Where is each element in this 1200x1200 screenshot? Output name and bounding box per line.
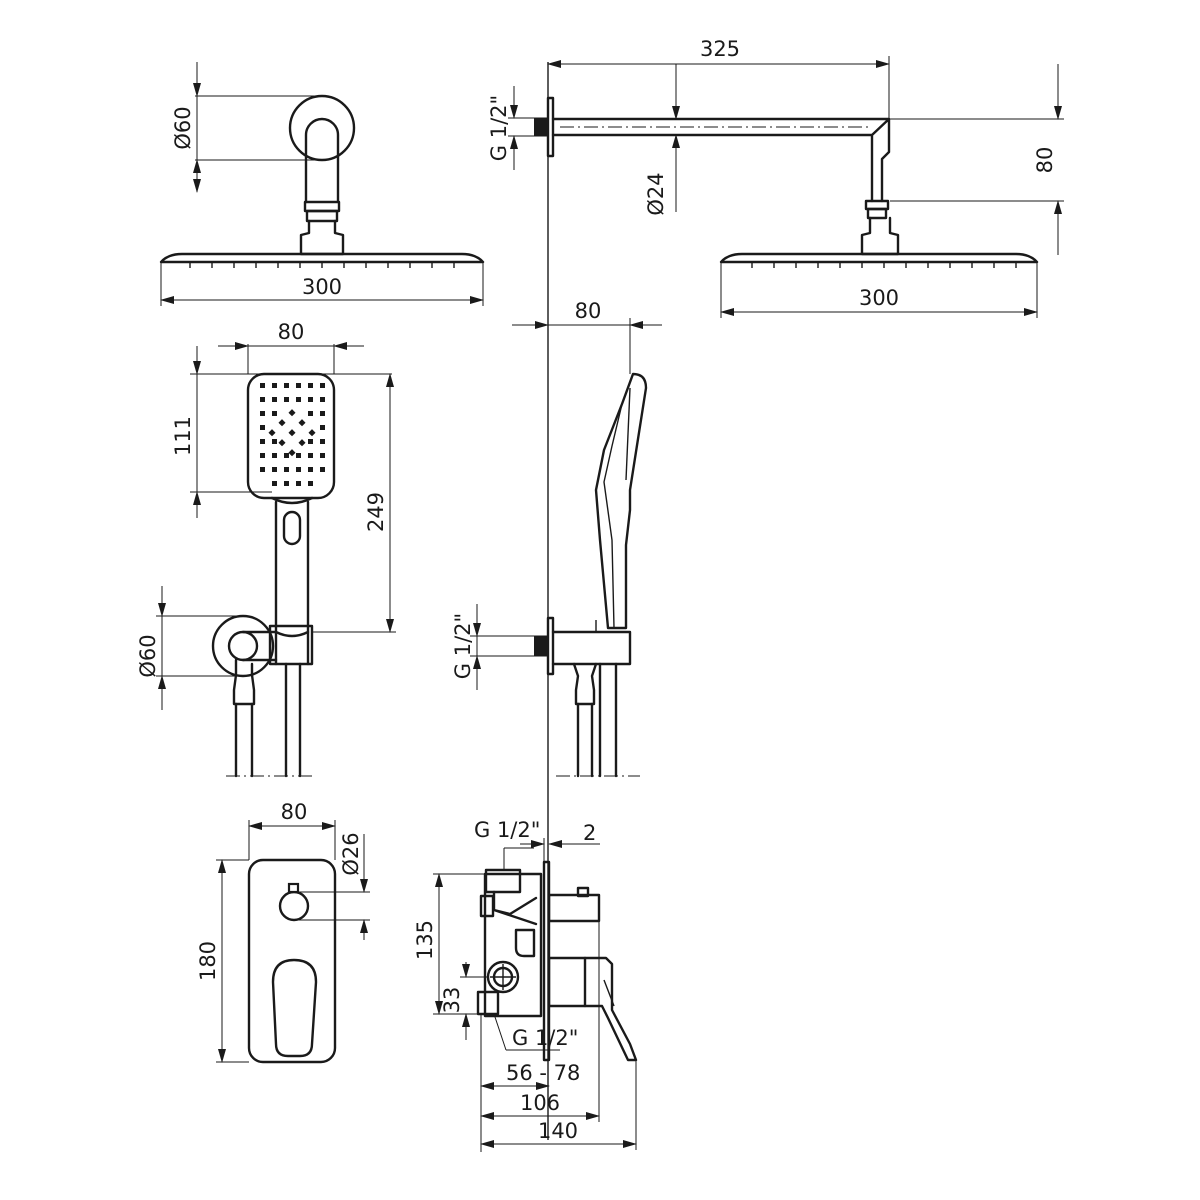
holder-clip [268, 624, 314, 666]
lever-base [547, 956, 587, 1008]
dim-hand-length-249: 249 [364, 492, 388, 532]
hand-shower-handle [274, 500, 310, 666]
shower-arm-side [551, 117, 891, 203]
dim-inlet-thread-top: G 1/2" [487, 95, 511, 161]
nut-upper [303, 200, 341, 213]
valve-top-port [492, 890, 538, 926]
hand-shower-front-view: 80 111 249 Ø60 [136, 320, 396, 778]
holder-flange-side [546, 616, 555, 676]
lever-side [583, 956, 638, 1062]
wall-flange-circle [288, 94, 356, 162]
dim-hand-head-111: 111 [171, 416, 195, 456]
rain-plate-side [719, 252, 1039, 264]
valve-body [483, 872, 543, 1018]
dim-valve-outlet-thread: G 1/2" [512, 1026, 578, 1050]
dim-head-width-300: 300 [302, 275, 342, 299]
nut-lower [305, 209, 339, 223]
dim-depth-range: 56 - 78 [506, 1061, 580, 1085]
hand-shower-side-body [594, 372, 648, 630]
mixer-front-view: 80 Ø26 180 [196, 800, 370, 1064]
dim-knob-diameter-26: Ø26 [339, 832, 363, 875]
diverter-knob-indicator [287, 882, 300, 894]
dim-plate-width-80: 80 [281, 800, 308, 824]
holder-inner-circle [227, 630, 259, 662]
holder-body-side [551, 630, 632, 666]
nozzle-grid [260, 383, 325, 486]
dim-depth-140: 140 [538, 1119, 578, 1143]
holder-inlet-connector [534, 636, 548, 656]
hand-shower-side-view: 80 G 1/2" [451, 299, 662, 778]
dim-arm-drop-80: 80 [1033, 147, 1057, 174]
dim-valve-inlet-thread: G 1/2" [474, 818, 540, 842]
wall-flange-side [546, 96, 555, 158]
swivel-joint-side [860, 216, 900, 256]
head-shower-front-view: Ø60 300 [159, 62, 485, 306]
nozzle-row-front [189, 262, 455, 268]
cover-plate [247, 858, 337, 1064]
dim-plate-height-180: 180 [196, 941, 220, 981]
dim-holder-diameter-60: Ø60 [136, 634, 160, 677]
dim-arm-length-325: 325 [700, 37, 740, 61]
rain-plate-front [159, 252, 485, 264]
hand-shower-neck [270, 496, 314, 505]
dim-side-head-width-300: 300 [859, 286, 899, 310]
mixer-side-view: G 1/2" 2 135 33 G 1/2" 56 - 78 106 140 [413, 818, 638, 1152]
elbow-outlet-side [572, 662, 598, 706]
dim-depth-106: 106 [520, 1091, 560, 1115]
dim-arm-diameter-24: Ø24 [644, 172, 668, 215]
inlet-connector [534, 118, 548, 136]
valve-top-block [484, 868, 522, 894]
mixer-lever [271, 958, 318, 1058]
shower-arm-elbow [304, 117, 340, 204]
diverter-spindle [547, 893, 601, 923]
swivel-joint [299, 219, 345, 256]
nozzle-row-side [751, 262, 1017, 268]
elbow-outlet [232, 658, 256, 706]
dim-plate-offset-2: 2 [583, 821, 596, 845]
dim-valve-height-135: 135 [413, 920, 437, 960]
hand-shower-face [246, 372, 336, 500]
holder-flange-circle [211, 614, 275, 678]
head-shower-side-view: 325 G 1/2" Ø24 80 300 [487, 37, 1064, 318]
dim-top-diameter-60: Ø60 [171, 106, 195, 149]
diverter-knob [278, 890, 310, 922]
dim-side-hand-depth-80: 80 [575, 299, 602, 323]
dim-holder-thread: G 1/2" [451, 613, 475, 679]
dim-hand-width-80: 80 [278, 320, 305, 344]
button-slot [282, 510, 302, 546]
valve-inner-bend [514, 928, 536, 958]
dim-valve-offset-33: 33 [440, 987, 464, 1014]
